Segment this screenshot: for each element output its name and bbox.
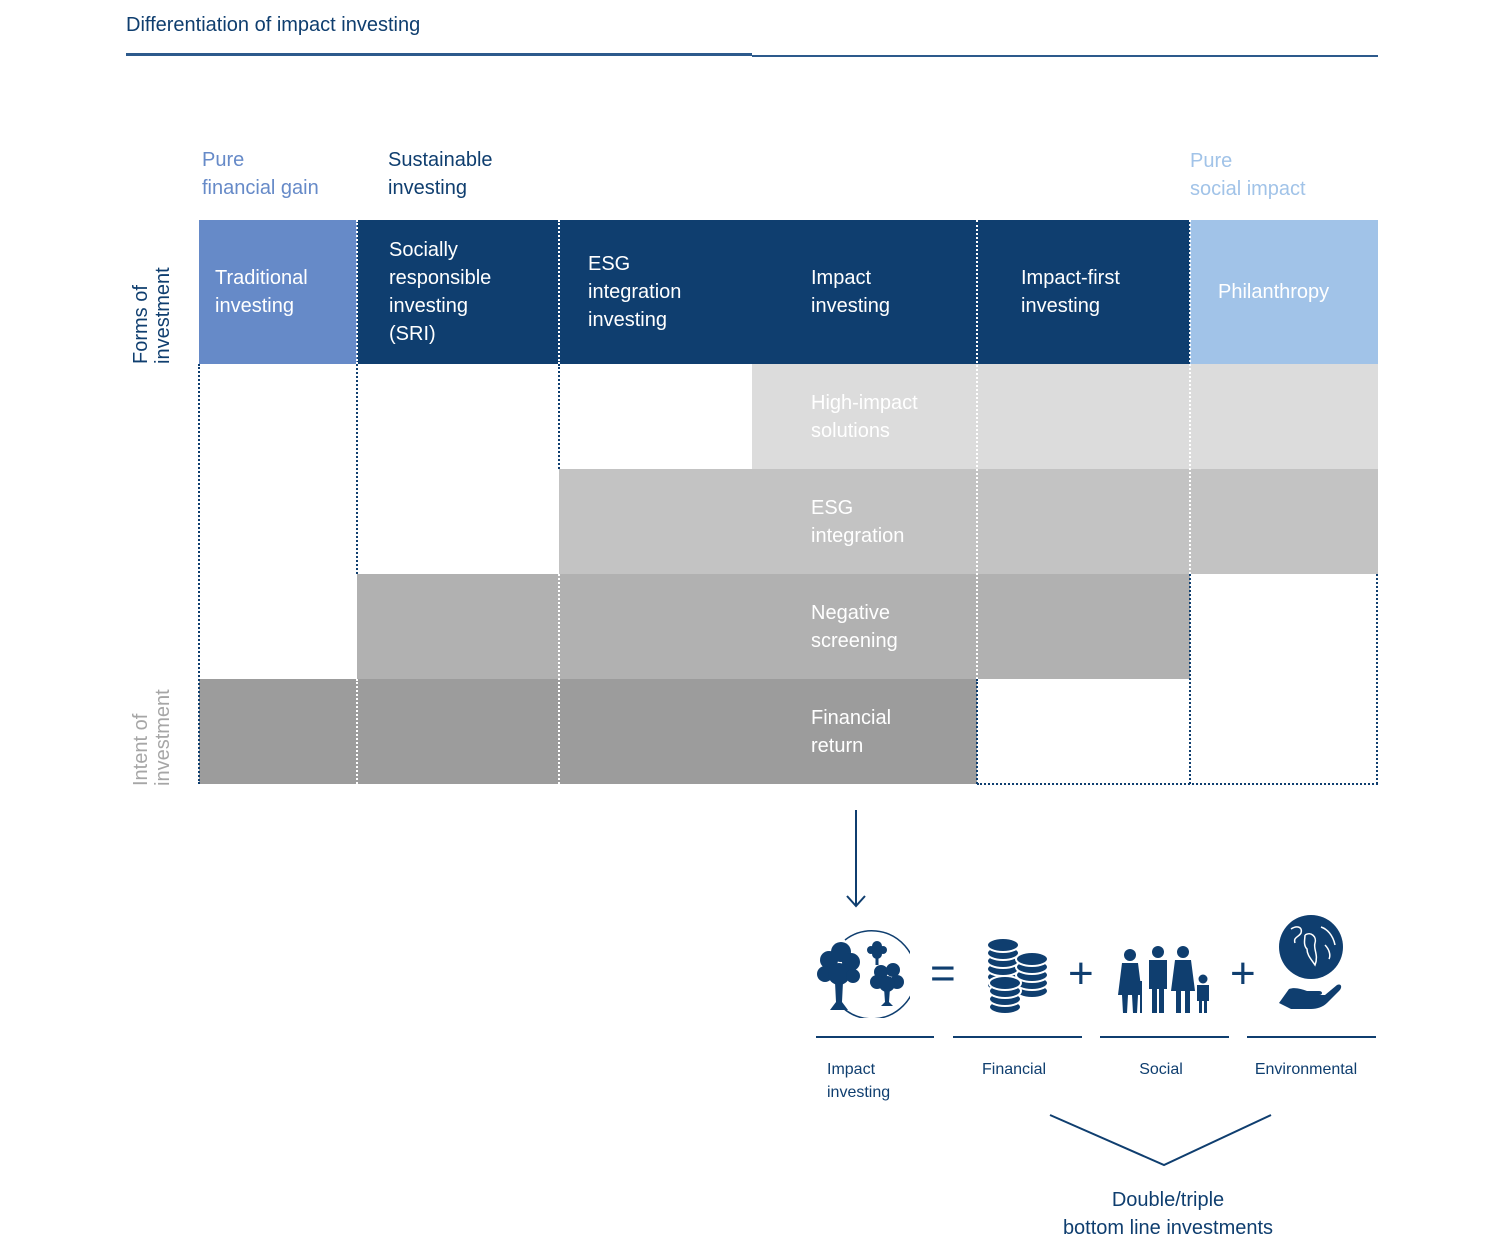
- label-social: Social: [1139, 1061, 1183, 1078]
- icon-underline: [1247, 1036, 1376, 1038]
- axis-label-intent: Intent of investment: [130, 689, 174, 786]
- grid-line: [356, 220, 358, 364]
- plus-operator: +: [1230, 949, 1256, 998]
- title-rule-left: [126, 53, 752, 56]
- down-arrow-icon: [846, 810, 866, 908]
- grid-line: [1376, 574, 1378, 784]
- grid-line: [198, 364, 200, 784]
- plus-operator: +: [1068, 949, 1094, 998]
- grid-line: [976, 679, 978, 784]
- header-pure-social-impact: Pure social impact: [1190, 150, 1306, 200]
- icon-underline: [953, 1036, 1082, 1038]
- icon-underline: [816, 1036, 934, 1038]
- grid-line: [356, 364, 358, 574]
- grid-line: [1189, 220, 1191, 574]
- grid-line: [558, 220, 560, 364]
- bracket-chevron-icon: [1049, 1114, 1272, 1167]
- equals-operator: =: [930, 949, 956, 998]
- form-cell-philanthropy: Philanthropy: [1190, 220, 1378, 364]
- grid-line: [1189, 574, 1191, 784]
- globe-in-hand-icon: [1279, 915, 1343, 1009]
- label-financial: Financial: [981, 1061, 1047, 1078]
- grid-line: [356, 679, 358, 784]
- grid-line: [976, 220, 978, 679]
- header-pure-financial-gain: Pure financial gain: [202, 149, 319, 199]
- trees-globe-icon: [817, 930, 910, 1018]
- label-impact-investing: Impact investing: [827, 1061, 891, 1101]
- grid-line: [558, 364, 560, 469]
- diagram-title: Differentiation of impact investing: [126, 14, 421, 36]
- summary-label: Double/triple bottom line investments: [1062, 1189, 1274, 1239]
- header-sustainable-investing: Sustainable investing: [388, 149, 493, 199]
- grid-line: [558, 574, 560, 784]
- coins-stack-icon: [986, 937, 1049, 1015]
- family-people-icon: [1118, 946, 1209, 1013]
- title-rule-right: [752, 55, 1378, 57]
- axis-label-forms: Forms of investment: [130, 267, 174, 364]
- icon-underline: [1100, 1036, 1229, 1038]
- grid-line: [977, 783, 1378, 785]
- label-environmental: Environmental: [1254, 1061, 1358, 1078]
